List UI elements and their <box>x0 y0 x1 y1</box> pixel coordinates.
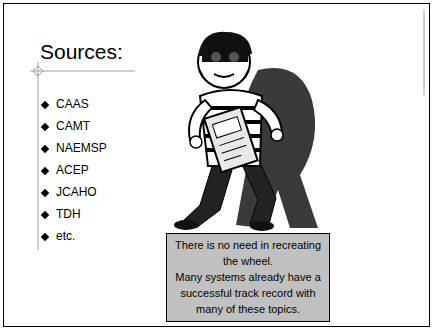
bullet-diamond <box>41 167 49 175</box>
source-item: JCAHO <box>56 185 97 199</box>
bullet-diamond <box>41 123 49 131</box>
slide-title: Sources: <box>40 40 123 64</box>
source-item: ACEP <box>56 163 89 177</box>
bullet-diamond <box>41 233 49 241</box>
bullet-diamond <box>41 145 49 153</box>
bullet-diamond <box>41 211 49 219</box>
note-text: There is no need in recreating the wheel… <box>172 237 324 269</box>
bullet-diamond <box>41 189 49 197</box>
source-item: CAAS <box>56 97 89 111</box>
source-item: TDH <box>56 207 81 221</box>
note-box: There is no need in recreating the wheel… <box>166 233 330 322</box>
source-item: CAMT <box>56 119 90 133</box>
note-text: Many systems already have a successful t… <box>172 269 324 317</box>
bullet-diamond <box>41 101 49 109</box>
source-item: NAEMSP <box>56 141 107 155</box>
source-item: etc. <box>56 229 75 243</box>
